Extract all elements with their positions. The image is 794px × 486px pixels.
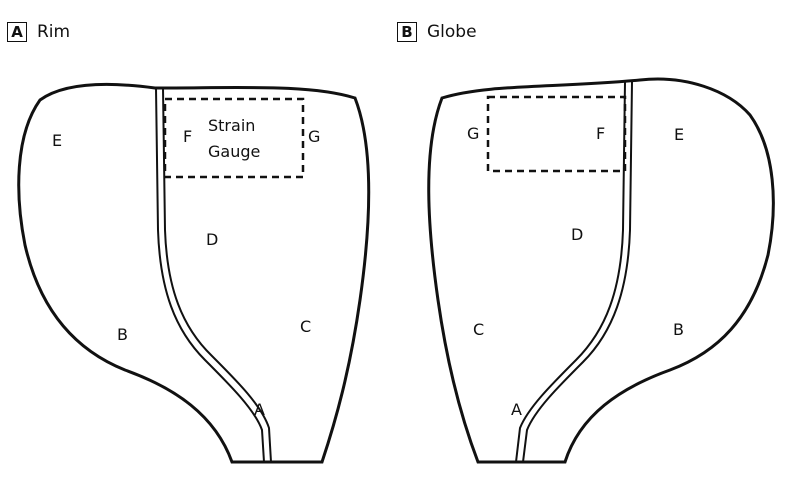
- globe-label-e: E: [674, 125, 684, 144]
- rim-channel-line-right: [162, 87, 272, 463]
- panel-a-title: Rim: [37, 22, 71, 42]
- rim-label-a: A: [254, 400, 265, 419]
- rim-label-strain: Strain: [208, 116, 255, 135]
- panel-b-title: Globe: [427, 22, 477, 42]
- rim-label-b: B: [117, 325, 128, 344]
- globe-outline: [427, 77, 775, 464]
- globe-strain-gauge-box: [486, 95, 627, 173]
- panel-a-header: A Rim: [7, 22, 70, 42]
- rim-outline: [17, 82, 371, 464]
- globe-label-c: C: [473, 320, 484, 339]
- globe-label-a: A: [511, 400, 522, 419]
- globe-channel-line-left: [515, 81, 626, 463]
- rim-label-e: E: [52, 131, 62, 150]
- globe-channel-line-right: [522, 81, 633, 463]
- panel-b-header: B Globe: [397, 22, 477, 42]
- rim-label-f: F: [183, 127, 192, 146]
- rim-channel-line-left: [155, 87, 265, 463]
- rim-label-d: D: [206, 230, 218, 249]
- panel-b-badge: B: [397, 22, 417, 42]
- globe-label-g: G: [467, 124, 479, 143]
- globe-label-d: D: [571, 225, 583, 244]
- rim-label-c: C: [300, 317, 311, 336]
- panel-a-badge: A: [7, 22, 27, 42]
- rim-label-gauge: Gauge: [208, 142, 260, 161]
- rim-label-g: G: [308, 127, 320, 146]
- globe-label-b: B: [673, 320, 684, 339]
- globe-label-f: F: [596, 124, 605, 143]
